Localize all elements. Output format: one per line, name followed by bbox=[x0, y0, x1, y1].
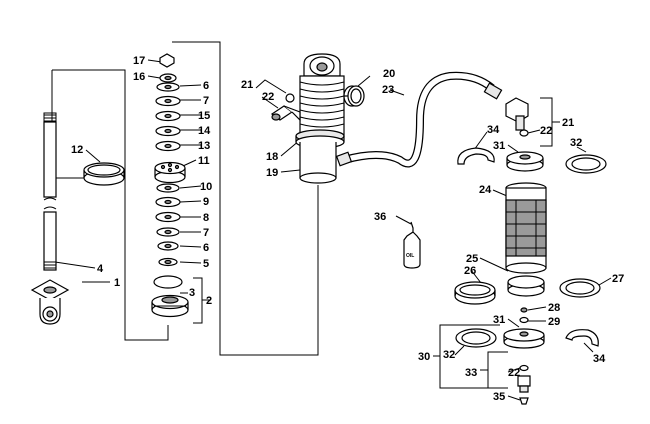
callout-22-right: 22 bbox=[540, 125, 552, 137]
callout-26: 26 bbox=[464, 265, 476, 277]
callout-21-right: 21 bbox=[562, 117, 574, 129]
callout-3: 3 bbox=[189, 287, 195, 299]
callout-1: 1 bbox=[114, 277, 120, 289]
callout-17: 17 bbox=[133, 55, 145, 67]
leader-lines bbox=[54, 59, 612, 401]
callout-7-top: 7 bbox=[203, 95, 209, 107]
callout-18: 18 bbox=[266, 151, 278, 163]
shock-body bbox=[270, 53, 345, 184]
shaft bbox=[43, 112, 57, 271]
eyelet bbox=[30, 279, 70, 325]
callout-13: 13 bbox=[198, 140, 210, 152]
callout-23: 23 bbox=[382, 84, 394, 96]
callout-22-low: 22 bbox=[508, 367, 520, 379]
callout-15: 15 bbox=[198, 110, 210, 122]
callout-27: 27 bbox=[612, 273, 624, 285]
oil-label: OIL bbox=[406, 253, 414, 259]
callout-20: 20 bbox=[383, 68, 395, 80]
callout-4: 4 bbox=[97, 263, 104, 275]
callout-32-top: 32 bbox=[570, 137, 582, 149]
callout-32-low: 32 bbox=[443, 349, 455, 361]
callout-25: 25 bbox=[466, 253, 478, 265]
washer-stack bbox=[151, 53, 189, 318]
callout-9: 9 bbox=[203, 196, 209, 208]
callout-7-low: 7 bbox=[203, 227, 209, 239]
reservoir-piston bbox=[454, 275, 601, 305]
callout-6-top: 6 bbox=[203, 80, 209, 92]
lower-cap-assembly bbox=[455, 328, 599, 405]
callout-2: 2 bbox=[206, 295, 212, 307]
callout-12: 12 bbox=[71, 144, 83, 156]
callout-28: 28 bbox=[548, 302, 560, 314]
reservoir-cylinder bbox=[505, 182, 547, 274]
callout-5: 5 bbox=[203, 258, 209, 270]
seal-ring bbox=[343, 85, 365, 107]
fitting bbox=[505, 97, 529, 137]
reservoir-cap-top bbox=[457, 147, 607, 174]
callout-31-low: 31 bbox=[493, 314, 505, 326]
callout-16: 16 bbox=[133, 71, 145, 83]
callout-6-low: 6 bbox=[203, 242, 209, 254]
callout-29: 29 bbox=[548, 316, 560, 328]
callout-14: 14 bbox=[198, 125, 211, 137]
small-parts bbox=[519, 307, 529, 324]
callout-31-top: 31 bbox=[493, 140, 505, 152]
callout-24: 24 bbox=[479, 184, 492, 196]
callout-35: 35 bbox=[493, 391, 505, 403]
callout-8: 8 bbox=[203, 212, 209, 224]
callout-30: 30 bbox=[418, 351, 430, 363]
callout-21-top: 21 bbox=[241, 79, 253, 91]
oil-bottle: OIL bbox=[403, 221, 421, 269]
callout-labels: 1 2 3 4 5 6 6 7 7 8 9 10 11 12 13 14 15 … bbox=[71, 55, 624, 403]
callout-34-top: 34 bbox=[487, 124, 500, 136]
callout-11: 11 bbox=[198, 155, 210, 167]
callout-22-top: 22 bbox=[262, 91, 274, 103]
hose bbox=[335, 71, 503, 168]
callout-33: 33 bbox=[465, 367, 477, 379]
callout-19: 19 bbox=[266, 167, 278, 179]
callout-10: 10 bbox=[200, 181, 212, 193]
callout-34-low: 34 bbox=[593, 353, 606, 365]
band bbox=[83, 162, 125, 186]
callout-36: 36 bbox=[374, 211, 386, 223]
